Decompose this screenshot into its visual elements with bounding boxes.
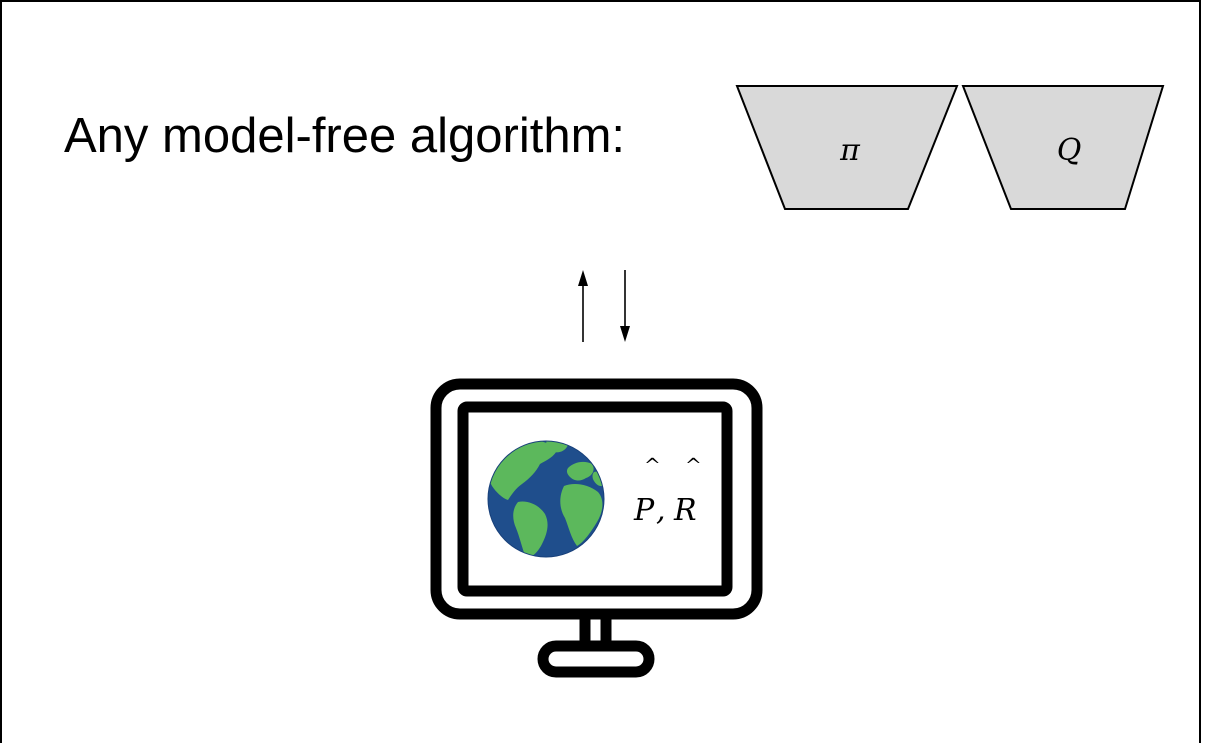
r-hat-symbol: R <box>673 493 697 528</box>
heading-text: Any model-free algorithm: <box>64 109 626 163</box>
r-hat-accent: ^ <box>685 453 702 477</box>
model-label-separator: , <box>656 493 666 528</box>
p-hat-symbol: P <box>633 493 655 528</box>
p-hat-accent: ^ <box>644 453 661 477</box>
value-network-icon: Q <box>961 85 1165 210</box>
value-symbol: Q <box>1057 133 1082 168</box>
policy-network-icon: π <box>735 85 959 210</box>
policy-symbol: π <box>839 133 861 168</box>
learned-model-label: ^ P , ^ R <box>633 453 702 528</box>
computer-monitor-icon <box>430 378 763 678</box>
up-down-arrows-icon <box>578 270 630 342</box>
earth-globe-icon <box>487 440 605 558</box>
